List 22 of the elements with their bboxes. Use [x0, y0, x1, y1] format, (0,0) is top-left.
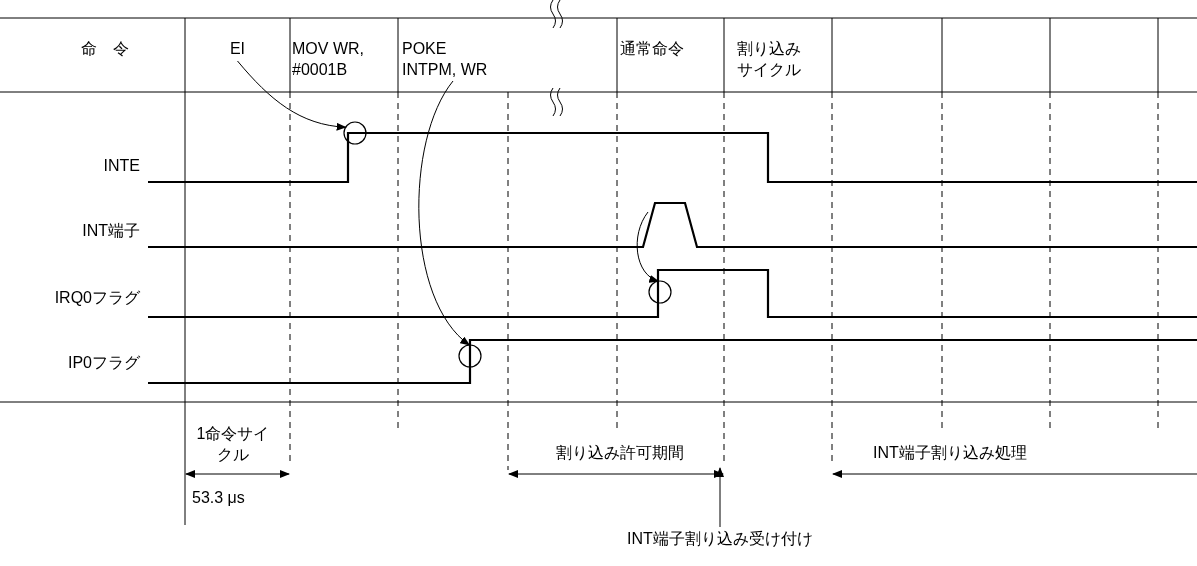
signal-label: INTE — [102, 156, 140, 176]
column-heading: 命 令 — [80, 39, 130, 59]
instruction-label: POKE INTPM, WR — [402, 38, 504, 80]
instruction-label: MOV WR, #0001B — [292, 39, 365, 80]
instruction-label: 割り込みサイクル — [737, 39, 802, 80]
leader-arrow — [418, 80, 471, 346]
instruction-label: EI — [215, 38, 260, 59]
marker-circle — [458, 344, 482, 368]
period-label: INT端子割り込み処理 — [872, 443, 1028, 463]
instruction-label: 通常命令 — [620, 39, 685, 59]
leader-arrow — [636, 211, 660, 282]
arrow — [716, 467, 724, 528]
duration-label: 53.3 μs — [192, 488, 246, 508]
signal-label: IRQ0フラグ — [53, 288, 140, 308]
annotation-label: INT端子割り込み受け付け — [610, 528, 830, 549]
leader-arrow — [237, 60, 347, 131]
period-label: 割り込み許可期間 — [555, 443, 685, 463]
marker-circle — [648, 280, 672, 304]
marker-circle — [343, 121, 367, 145]
signal-label: IP0フラグ — [67, 353, 140, 373]
signal-label: INT端子 — [81, 221, 140, 241]
period-label: 1命令サイクル — [195, 424, 271, 465]
